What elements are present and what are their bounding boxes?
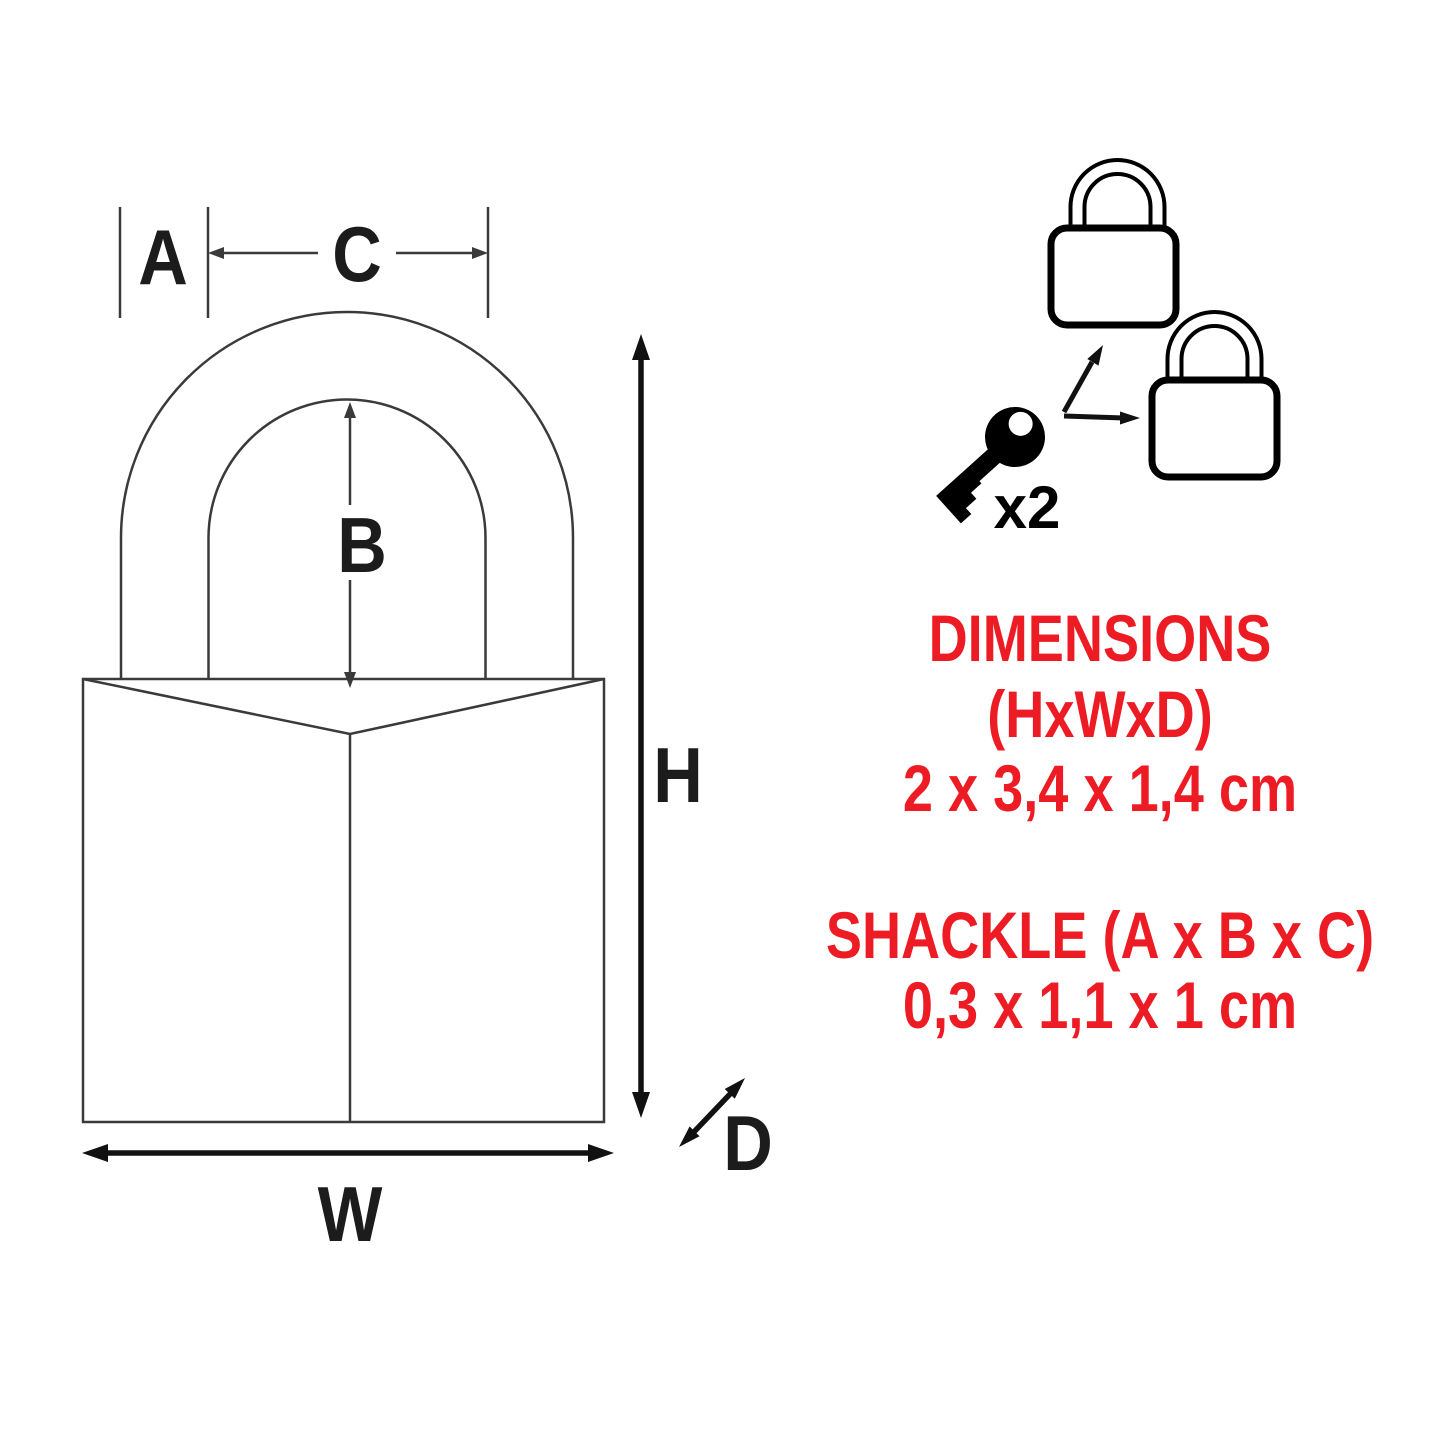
dimensions-title: DIMENSIONS (928, 601, 1272, 675)
key-arrow-up (1061, 345, 1103, 414)
dim-arrows (82, 334, 745, 1162)
padlock-icon-2 (1148, 310, 1281, 481)
h-arrow (632, 334, 650, 1118)
dimensions-value: 2 x 3,4 x 1,4 cm (902, 751, 1298, 825)
dim-line-b (344, 402, 356, 688)
dim-ticks-a (118, 207, 490, 318)
label-c: C (332, 210, 382, 298)
padlock-icon-1 (1047, 158, 1180, 329)
key-arrow-right (1063, 411, 1140, 425)
key-arrows (1061, 345, 1140, 425)
dim-line-c (208, 247, 488, 259)
w-arrow (82, 1144, 614, 1162)
label-d: D (723, 1099, 773, 1187)
label-a: A (138, 213, 188, 301)
label-w: W (317, 1170, 383, 1258)
key-count-label: x2 (993, 474, 1061, 541)
shackle-value: 0,3 x 1,1 x 1 cm (902, 968, 1298, 1042)
label-b: B (337, 501, 387, 589)
body-outline (81, 677, 606, 1124)
padlock-outline-drawing (81, 207, 606, 1124)
d-arrow (679, 1078, 745, 1147)
shackle-title: SHACKLE (A x B x C) (825, 898, 1375, 972)
key-icon (936, 407, 1045, 524)
shackle-outline (119, 310, 575, 682)
label-h: H (653, 731, 703, 819)
dimensions-subtitle: (HxWxD) (987, 677, 1213, 751)
